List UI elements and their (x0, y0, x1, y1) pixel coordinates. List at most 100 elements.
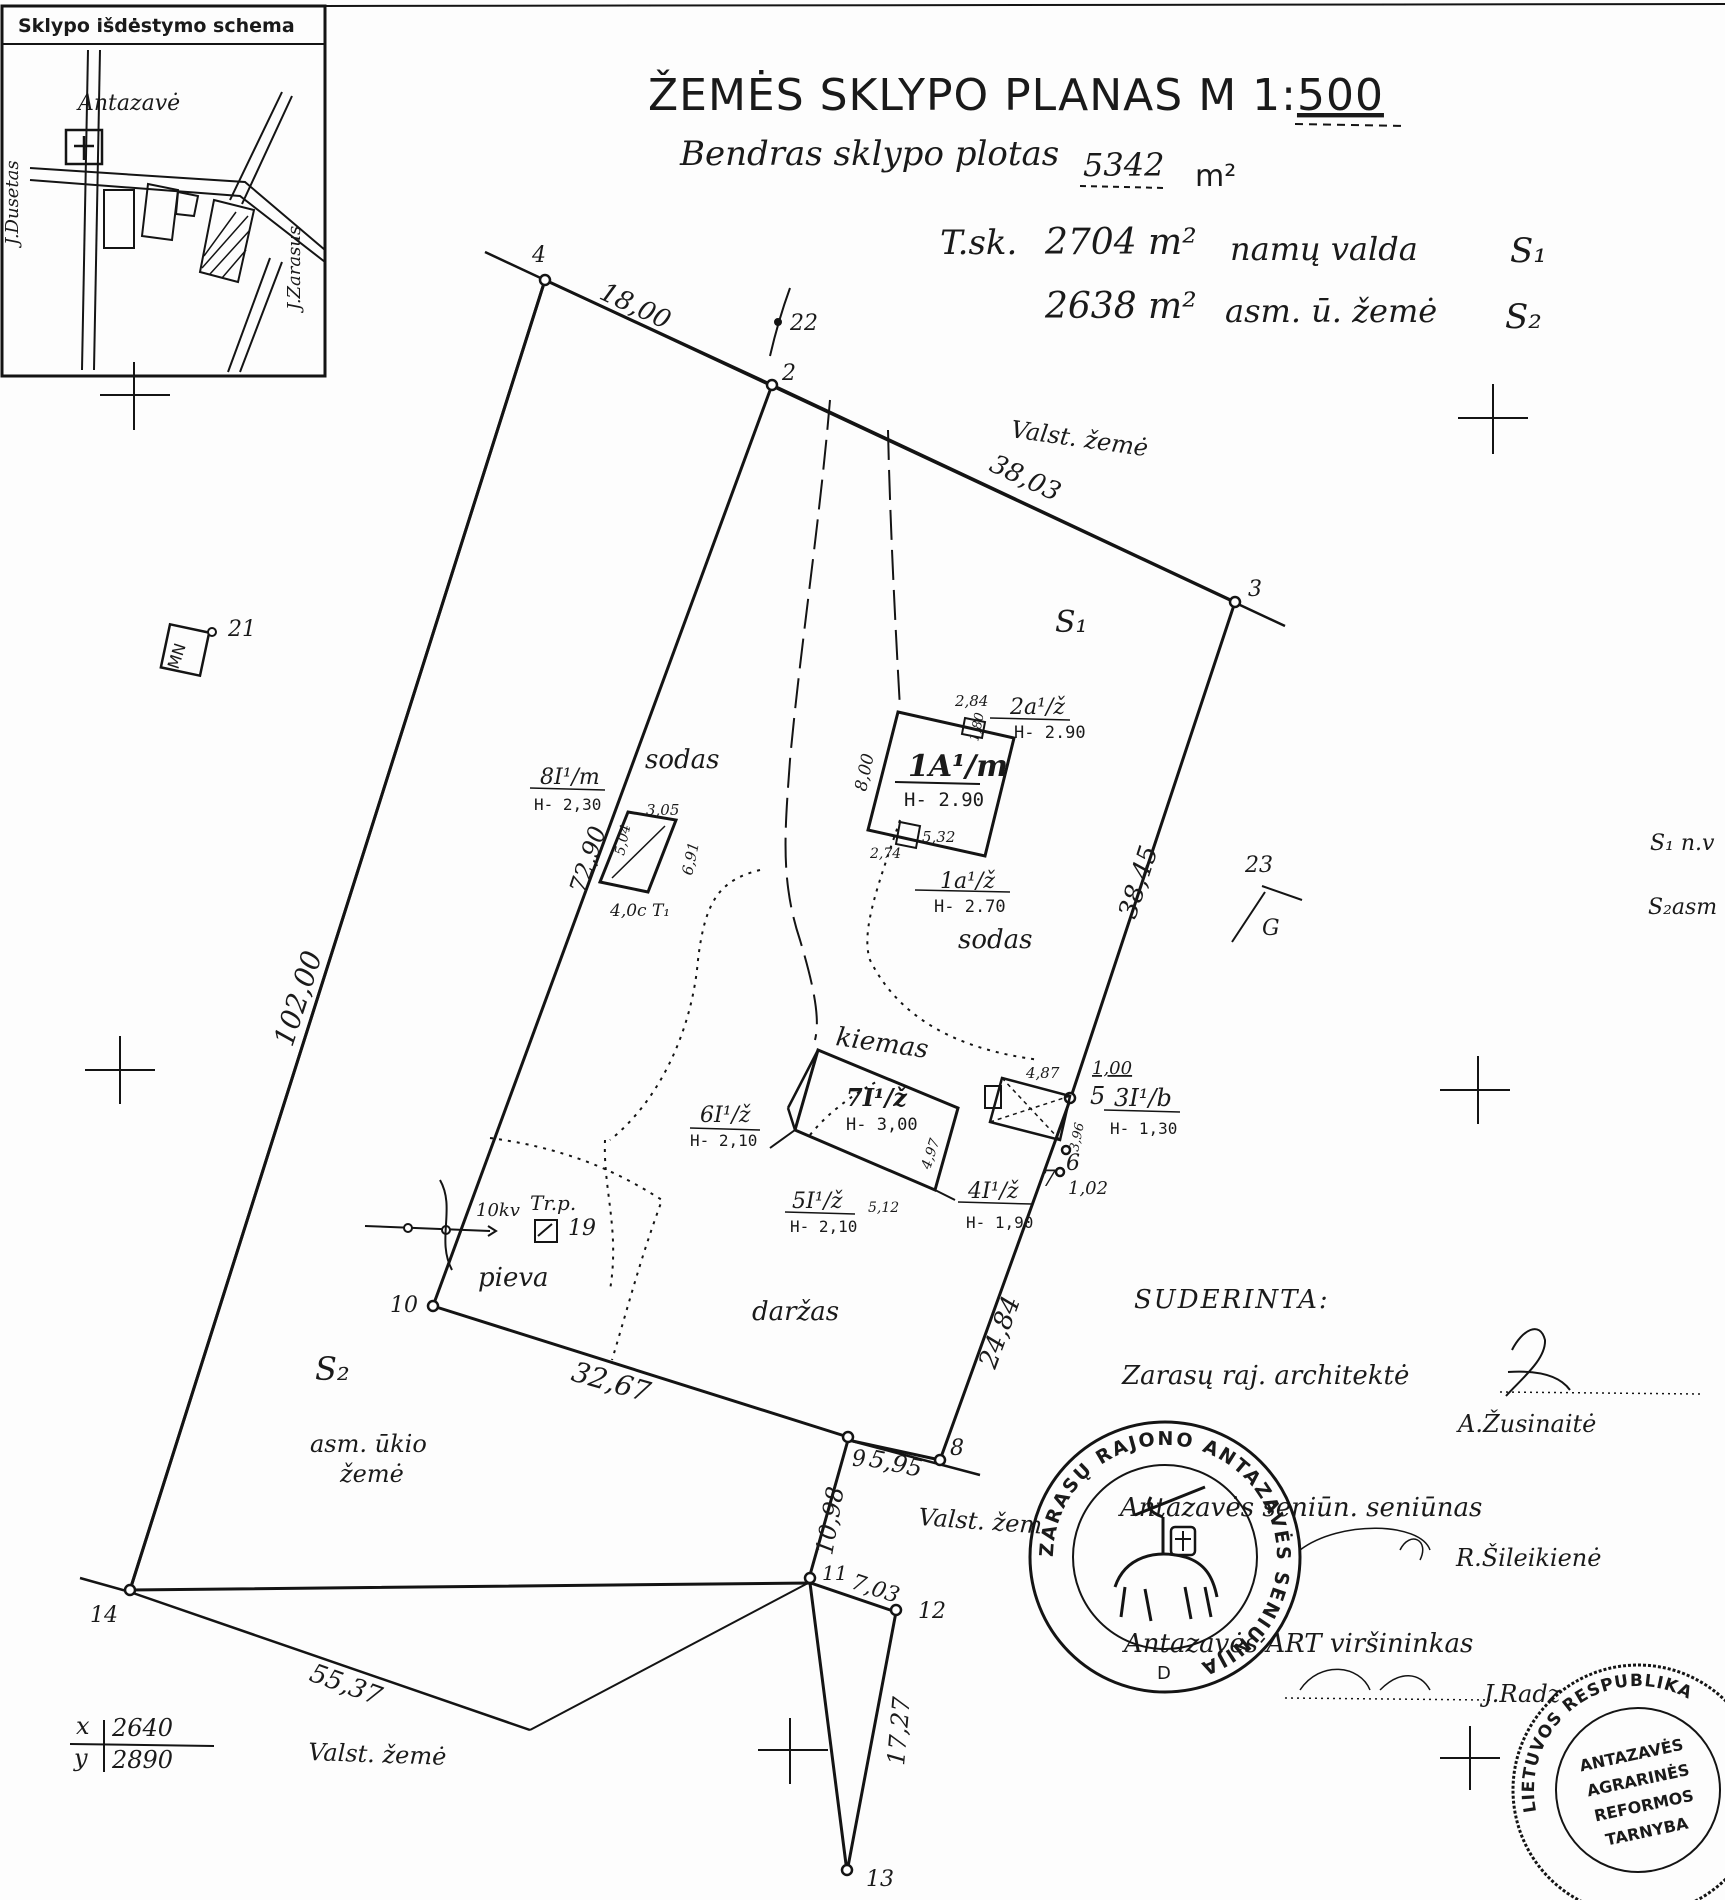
pt-13: 13 (866, 1867, 894, 1892)
s2-desc1: asm. ūkio (310, 1430, 427, 1458)
s2-area: 2638 m² (1044, 286, 1197, 327)
valst-mid: Valst. žem (918, 1503, 1044, 1540)
pt-5: 5 (1090, 1082, 1105, 1110)
b4-code: 4I¹/ž (967, 1179, 1019, 1204)
pt-23: 23 (1244, 853, 1273, 878)
len-4-2: 18,00 (595, 277, 675, 336)
kiemas: kiemas (834, 1022, 930, 1065)
len-9-8: 5,95 (867, 1444, 925, 1482)
pt-6: 6 (1066, 1151, 1080, 1176)
pt-10: 10 (390, 1293, 418, 1318)
b5-h: H- 2,10 (790, 1217, 857, 1236)
y-value: 2890 (111, 1746, 173, 1774)
b3-dim-side: 3,96 (1067, 1121, 1088, 1152)
house-h: H- 2.90 (904, 789, 984, 811)
len-5-6: 1,00 (1092, 1058, 1132, 1079)
s1-area: 2704 m² (1044, 222, 1197, 263)
pieva: pieva (478, 1263, 549, 1293)
b7-dim: 4,97 (918, 1137, 943, 1173)
x-label: x (76, 1712, 90, 1740)
approval-line3: Antazavės ART viršininkas (1122, 1629, 1473, 1659)
approval-name2: R.Šileikienė (1455, 1543, 1601, 1572)
len-10-2: 72,90 (564, 823, 612, 897)
pt-12: 12 (918, 1599, 946, 1624)
plan-title-text: ŽEMĖS SKLYPO PLANAS M 1: (648, 68, 1297, 121)
b6-h: H- 2,10 (690, 1131, 757, 1150)
tr-label: Tr.p. (530, 1191, 576, 1215)
b7-h: H- 3,00 (846, 1115, 918, 1135)
pt-9: 9 (852, 1447, 866, 1472)
vertex-markers (123, 273, 1242, 1877)
approval-title: SUDERINTA: (1134, 1285, 1330, 1315)
area-unit: m² (1195, 159, 1236, 194)
b8-dim-side: 6,91 (678, 840, 703, 876)
s2-desc2: žemė (339, 1460, 404, 1488)
pt-11: 11 (822, 1561, 847, 1585)
pt-2: 2 (781, 361, 796, 386)
b5-dim: 5,12 (868, 1200, 899, 1216)
approval-name1: A.Žusinaitė (1456, 1409, 1596, 1438)
b1a-dim: 5,32 (922, 828, 955, 846)
inset-street-right: J.Zarasus (284, 226, 305, 314)
g-label: G (1262, 916, 1280, 941)
mn-label: MN (164, 641, 190, 671)
pt-4: 4 (531, 243, 546, 268)
b2-dim: 2,84 (954, 692, 988, 710)
inset-village: Antazavė (76, 91, 180, 116)
approval-line1: Zarasų raj. architektė (1121, 1361, 1409, 1391)
approval-name3: J.Radz (1479, 1680, 1561, 1708)
b6-code: 6I¹/ž (700, 1103, 751, 1128)
header: ŽEMĖS SKLYPO PLANAS M 1:500 Bendras skly… (648, 68, 1547, 337)
sodas2: sodas (958, 925, 1032, 955)
b3-dim: 4,87 (1025, 1064, 1060, 1082)
seal1-letter: D (1157, 1663, 1171, 1684)
b2-code: 2a¹/ž (1009, 695, 1065, 720)
pt-3: 3 (1248, 577, 1262, 602)
b8-dim-top: 3,05 (646, 801, 679, 819)
valst-top: Valst. žemė (1009, 415, 1150, 462)
s2-use: asm. ū. žemė (1225, 292, 1437, 330)
b1a-dim2: 2,74 (869, 846, 901, 862)
s2-code: S₂ (1505, 297, 1542, 337)
len-14-4: 102,00 (267, 947, 329, 1050)
b4-h: H- 1,90 (966, 1213, 1033, 1232)
area-label: Bendras sklypo plotas (679, 134, 1059, 174)
len-7-8: 24,84 (973, 1292, 1027, 1373)
b1a-code: 1a¹/ž (940, 869, 995, 894)
plan-title: ŽEMĖS SKLYPO PLANAS M 1:500 (648, 68, 1384, 121)
inner-paths (489, 399, 1041, 1361)
parcel-boundary (79, 250, 1286, 1873)
building-labels: 1A¹/m H- 2.90 8,00 2,84 1,80 2a¹/ž H- 2.… (529, 692, 1181, 1236)
plan-scale: 500 (1297, 70, 1384, 121)
y-label: y (73, 1744, 88, 1772)
b2-dim2: 1,80 (967, 711, 988, 742)
house-side: 8,00 (851, 752, 878, 793)
g-marker (1231, 885, 1303, 943)
b1a-h: H- 2.70 (934, 897, 1006, 917)
sodas1: sodas (645, 745, 719, 775)
pt-22: 22 (789, 311, 818, 336)
len-3-5: 38,45 (1113, 842, 1165, 922)
right-s2: S₂asm (1648, 895, 1717, 920)
b7-code: 7I¹/ž (846, 1083, 908, 1112)
t1-label: 4,0c T₁ (609, 901, 670, 921)
pt-14: 14 (90, 1603, 118, 1628)
pt-8: 8 (950, 1436, 964, 1461)
b3-h: H- 1,30 (1110, 1119, 1177, 1138)
buildings (597, 710, 1072, 1201)
b2-h: H- 2.90 (1014, 723, 1086, 743)
s1-code: S₁ (1510, 231, 1547, 271)
right-s1: S₁ n.v (1650, 831, 1715, 856)
darzas: daržas (752, 1297, 839, 1327)
pt-7: 7 (1042, 1167, 1056, 1192)
pt-19: 19 (568, 1216, 596, 1241)
s1-use: namų valda (1230, 230, 1418, 268)
land-use-labels: S₁ S₂ asm. ūkio žemė Valst. žemė Valst. … (308, 415, 1150, 1771)
house-code: 1A¹/m (908, 749, 1008, 784)
approval-block: SUDERINTA: Zarasų raj. architektė A.Žusi… (1118, 1285, 1701, 1708)
right-legend: S₁ n.v S₂asm (1648, 831, 1717, 920)
s1-label: S₁ (1055, 605, 1088, 640)
len-12-13: 17,27 (882, 1695, 916, 1767)
